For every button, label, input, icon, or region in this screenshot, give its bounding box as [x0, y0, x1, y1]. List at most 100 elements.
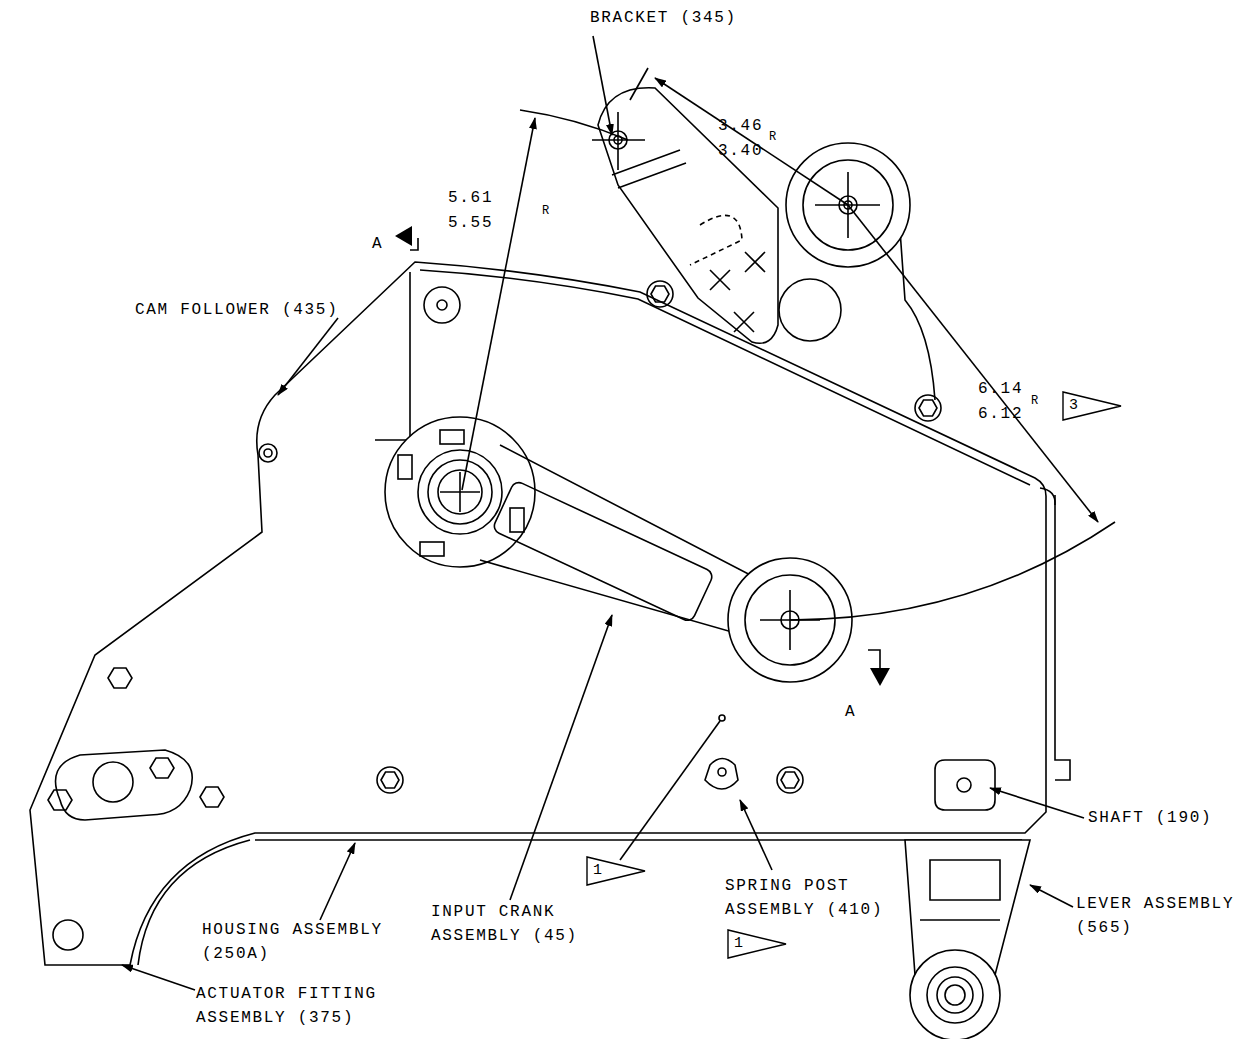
flag-outline	[1063, 392, 1121, 420]
drawing-part	[719, 715, 725, 721]
part-label: A	[845, 700, 856, 724]
part-label: SHAFT (190)	[1088, 806, 1212, 830]
drawing-part	[510, 615, 612, 900]
drawing-part	[705, 759, 738, 790]
drawing-part	[935, 760, 995, 810]
note-flag: 1	[727, 929, 787, 959]
drawing-part	[264, 449, 272, 457]
drawing-part	[690, 215, 742, 265]
drawing-part	[612, 150, 686, 188]
drawing-part	[620, 721, 720, 860]
part-label: A	[372, 232, 383, 256]
radius-mark: R	[1031, 394, 1038, 408]
drawing-part	[385, 417, 535, 567]
drawing-part	[53, 920, 83, 950]
note-flag: 1	[586, 856, 646, 886]
drawing-part	[781, 772, 799, 788]
drawing-part	[320, 843, 355, 920]
drawing-part	[870, 668, 890, 686]
drawing-part	[593, 36, 612, 135]
part-label: 5.55	[448, 211, 493, 235]
part-label: 3.40	[718, 139, 763, 163]
drawing-part	[381, 772, 399, 788]
drawing-part	[377, 767, 403, 793]
drawing-part	[777, 767, 803, 793]
drawing-part	[920, 919, 1000, 921]
drawing-part	[1040, 488, 1055, 505]
drawing-part	[278, 318, 338, 395]
note-flag: 3	[1062, 391, 1122, 421]
drawing-part	[718, 768, 726, 776]
part-label: 6.12	[978, 402, 1023, 426]
flag-outline	[587, 857, 645, 885]
part-label: 5.61	[448, 186, 493, 210]
drawing-part	[30, 262, 1046, 965]
drawing-part	[779, 279, 841, 341]
drawing-part	[420, 542, 444, 556]
drawing-part	[915, 395, 941, 421]
drawing-part	[1030, 885, 1073, 907]
drawing-part	[440, 472, 480, 512]
drawing-part	[598, 88, 778, 343]
drawing-part	[945, 985, 965, 1005]
drawing-part	[710, 252, 765, 332]
drawing-part	[937, 977, 973, 1013]
drawing-part	[900, 230, 935, 400]
drawing-part	[259, 444, 277, 462]
drawing-part	[868, 650, 880, 668]
drawing-part	[655, 78, 848, 205]
drawing-part	[919, 400, 937, 416]
drawing-part	[1055, 495, 1070, 780]
drawing-part	[438, 470, 482, 514]
part-label: CAM FOLLOWER (435)	[135, 298, 338, 322]
part-label: SPRING POST ASSEMBLY (410)	[725, 874, 905, 922]
drawing-part	[957, 778, 971, 792]
drawing-part	[93, 762, 133, 802]
part-label: INPUT CRANK ASSEMBLY (45)	[431, 900, 596, 948]
drawing-part	[418, 450, 502, 534]
drawing-part	[790, 522, 1115, 620]
radius-mark: R	[542, 204, 549, 218]
part-label: HOUSING ASSEMBLY (250A)	[202, 918, 407, 966]
drawing-part	[437, 300, 447, 310]
radius-mark: R	[769, 130, 776, 144]
drawing-part	[200, 787, 224, 807]
drawing-part	[848, 205, 1098, 522]
drawing-part	[108, 668, 132, 688]
drawing-part	[592, 112, 645, 170]
drawing-part	[651, 286, 669, 302]
drawing-part	[30, 36, 1115, 1039]
drawing-part	[647, 281, 673, 307]
drawing-part	[440, 430, 464, 444]
part-label: 6.14	[978, 377, 1023, 401]
part-label: LEVER ASSEMBLY (565)	[1076, 892, 1248, 940]
drawing-part	[910, 950, 1000, 1039]
drawing-part	[930, 860, 1000, 900]
drawing-part	[150, 758, 174, 778]
drawing-part	[375, 272, 410, 440]
part-label: 3.46	[718, 114, 763, 138]
part-label: BRACKET (345)	[590, 6, 737, 30]
drawing-part	[424, 287, 460, 323]
part-label: ACTUATOR FITTING ASSEMBLY (375)	[196, 982, 396, 1030]
drawing-part	[398, 455, 412, 479]
drawing-part	[48, 790, 72, 810]
drawing-part	[510, 508, 524, 532]
drawing-part	[630, 68, 648, 100]
drawing-part	[492, 480, 715, 623]
drawing-part	[927, 967, 983, 1023]
drawing-part	[462, 118, 535, 490]
drawing-part	[480, 445, 760, 640]
flag-outline	[728, 930, 786, 958]
flag-number: 1	[734, 933, 743, 955]
flag-number: 3	[1069, 395, 1078, 417]
drawing-part	[740, 800, 772, 870]
drawing-part	[122, 965, 195, 990]
drawing-part	[56, 750, 193, 820]
drawing-part	[428, 460, 492, 524]
flag-number: 1	[593, 860, 602, 882]
drawing-part	[520, 110, 628, 140]
drawing-part	[395, 226, 412, 246]
drawing-part	[990, 788, 1084, 818]
